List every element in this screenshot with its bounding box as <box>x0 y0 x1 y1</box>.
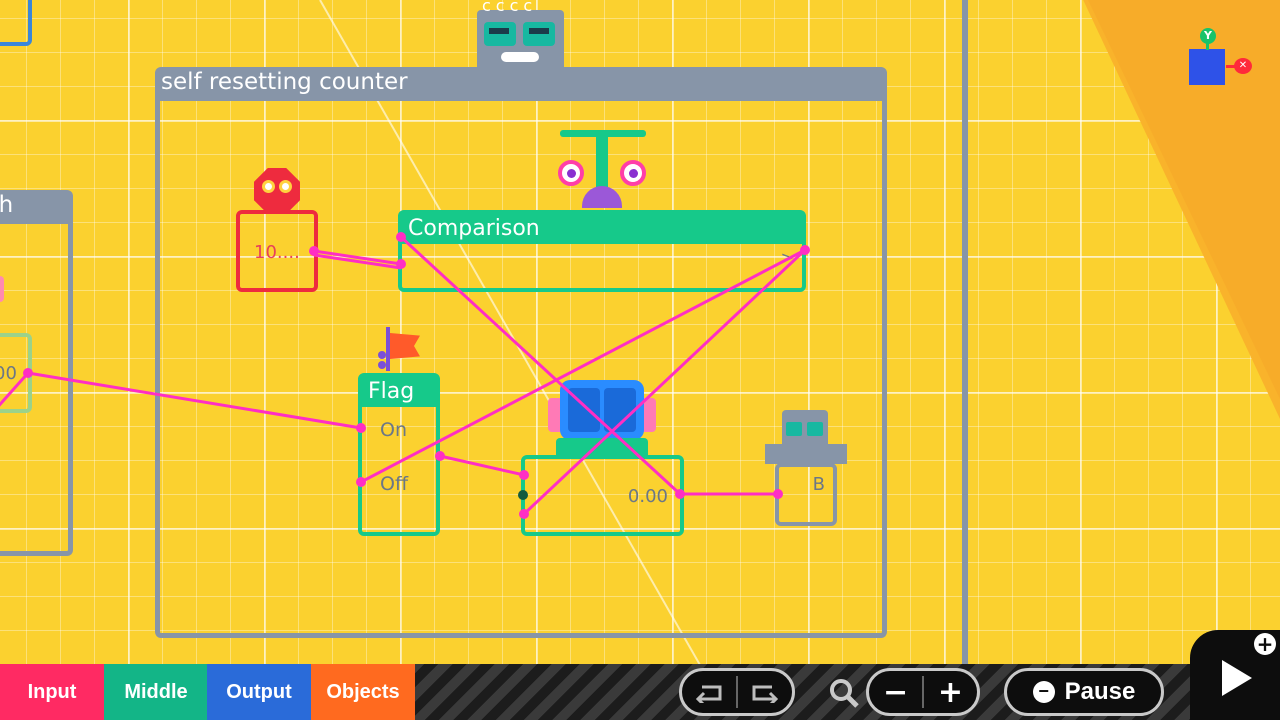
undo-redo-separator <box>736 676 738 708</box>
wire-left-flag-on <box>27 371 362 430</box>
wire-constant-comparison <box>313 249 402 266</box>
scale-pan-left <box>558 160 584 186</box>
scale-beam <box>560 130 646 137</box>
frame-mascot <box>477 10 564 70</box>
flag-title: Flag <box>362 377 436 407</box>
port-counter-in[interactable] <box>519 470 529 480</box>
port-counter-out[interactable] <box>675 489 685 499</box>
port-flag-out[interactable] <box>435 451 445 461</box>
port-constant-out[interactable] <box>309 246 319 256</box>
comparison-mascot-icon <box>558 130 646 212</box>
mascot-eye-left <box>484 22 516 46</box>
redo-button[interactable] <box>738 671 792 713</box>
undo-icon <box>695 685 722 703</box>
axis-x-stem <box>1226 65 1236 68</box>
undo-button[interactable] <box>682 671 736 713</box>
wire-comparison-flag-off <box>360 248 806 484</box>
port-counter-reset[interactable] <box>519 509 529 519</box>
mascot-pupil-left <box>489 28 509 34</box>
constant-mascot-icon <box>254 168 300 214</box>
zoom-out-button[interactable]: − <box>882 674 909 710</box>
left-frame-title[interactable]: ch <box>0 190 73 224</box>
left-frame-port[interactable] <box>0 276 4 302</box>
tab-output-label: Output <box>226 680 292 703</box>
tab-input-label: Input <box>27 680 77 703</box>
wire-comparison-counter-reset <box>522 248 807 516</box>
wire-comparison-counter <box>399 235 682 496</box>
button-b-label: B <box>812 474 825 495</box>
port-flag-off[interactable] <box>356 477 366 487</box>
tab-middle-label: Middle <box>124 680 188 703</box>
flag-off-port[interactable]: Off <box>380 473 409 495</box>
constant-value: 10.... <box>254 242 300 263</box>
tab-middle[interactable]: Middle <box>104 664 208 720</box>
port-comparison-out[interactable] <box>800 245 810 255</box>
axis-origin-cube[interactable] <box>1189 49 1225 85</box>
mascot-hair: ᴄᴄᴄᴄ <box>482 0 538 15</box>
tab-input[interactable]: Input <box>0 664 104 720</box>
axis-x-icon[interactable]: ✕ <box>1234 58 1252 74</box>
zoom-separator <box>922 676 924 708</box>
port-flag-on[interactable] <box>356 423 366 433</box>
play-icon <box>1222 660 1252 696</box>
flag-eye-right <box>378 361 386 369</box>
minus-key-icon: − <box>1032 681 1055 703</box>
port-counter-mid[interactable] <box>518 490 528 500</box>
mascot-eye-right <box>523 22 555 46</box>
zoom-magnifier-icon <box>827 676 861 710</box>
button-b-mascot-icon <box>782 410 828 446</box>
area-divider <box>962 0 968 665</box>
axis-y-label: Y <box>1204 29 1212 42</box>
tab-objects-label: Objects <box>326 680 400 703</box>
flag-node[interactable]: Flag On Off <box>358 373 440 536</box>
port-left-out[interactable] <box>23 368 33 378</box>
main-frame <box>155 100 887 638</box>
flag-on-port[interactable]: On <box>380 419 407 441</box>
axis-y-stem <box>1206 42 1209 50</box>
constant-eye-right <box>279 180 292 193</box>
mascot-pupil-right <box>529 28 549 34</box>
comparison-title: Comparison <box>402 214 802 244</box>
button-b-cap <box>765 444 847 464</box>
left-value-text: 00 <box>0 363 17 384</box>
main-frame-title-text: self resetting counter <box>161 69 408 95</box>
scale-mouth <box>582 186 622 208</box>
scale-pan-right <box>620 160 646 186</box>
counter-ear-right <box>640 398 656 432</box>
counter-value: 0.00 <box>627 486 668 507</box>
axis-x-label: ✕ <box>1238 60 1248 71</box>
pause-button[interactable]: − Pause <box>1004 668 1164 716</box>
guide-line <box>319 0 701 665</box>
flag-mascot-icon <box>378 325 422 373</box>
port-comparison-in-a[interactable] <box>396 232 406 242</box>
wire-layer <box>0 232 810 519</box>
left-frame <box>0 222 73 556</box>
port-comparison-in-b[interactable] <box>396 259 406 269</box>
offscreen-node[interactable] <box>0 0 32 46</box>
tab-output[interactable]: Output <box>207 664 311 720</box>
play-button[interactable]: + <box>1190 630 1280 720</box>
main-frame-title[interactable]: self resetting counter <box>155 67 887 101</box>
wire-flag-counter <box>439 454 525 477</box>
port-button-in[interactable] <box>773 489 783 499</box>
zoom-group: − + <box>866 668 980 716</box>
pause-label: Pause <box>1064 678 1136 705</box>
tab-objects[interactable]: Objects <box>311 664 415 720</box>
wire-left-offscreen <box>0 372 30 407</box>
plus-badge-label: + <box>1256 632 1274 656</box>
guide-line-layer <box>319 0 701 665</box>
flag-pole <box>386 327 390 371</box>
constant-eye-left <box>262 180 275 193</box>
left-frame-title-text: ch <box>0 192 14 218</box>
plus-badge-icon[interactable]: + <box>1254 633 1276 655</box>
wire-constant-comparison-2 <box>313 253 402 270</box>
flag-eye-left <box>378 351 386 359</box>
redo-icon <box>752 685 779 703</box>
zoom-in-button[interactable]: + <box>937 674 964 710</box>
undo-redo-group <box>679 668 795 716</box>
mascot-teeth <box>501 52 539 62</box>
axis-y-icon[interactable]: Y <box>1200 28 1216 44</box>
